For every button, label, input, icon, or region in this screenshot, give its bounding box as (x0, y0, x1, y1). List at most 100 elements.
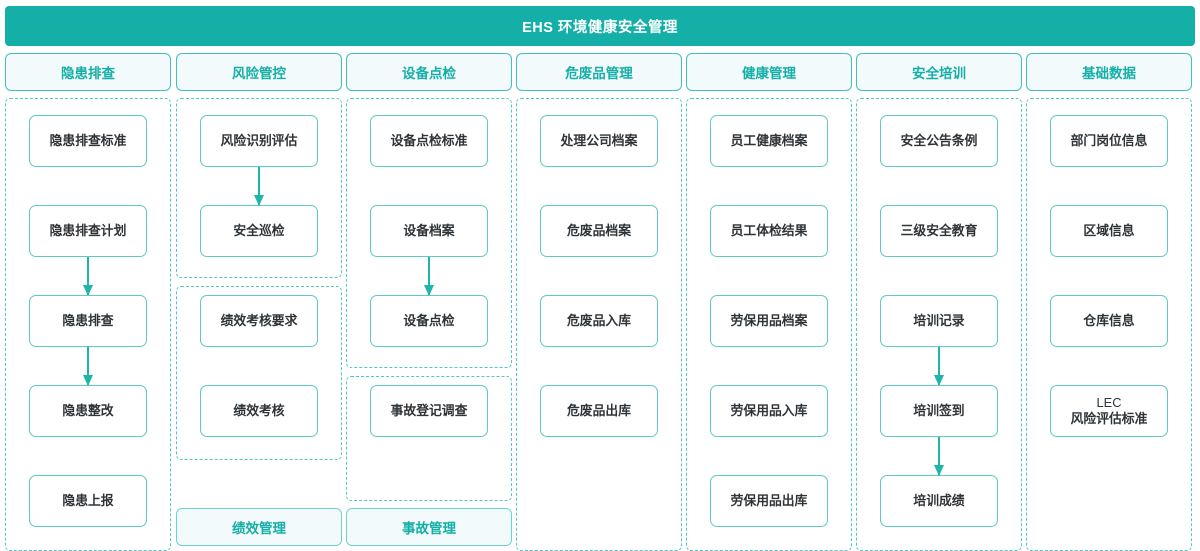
arrow-stem (428, 257, 430, 295)
node-box[interactable]: 劳保用品出库 (710, 475, 828, 527)
node-box[interactable]: 隐患上报 (29, 475, 147, 527)
subgroup-label-text: 事故管理 (402, 521, 456, 536)
column-header-hazard-investigation[interactable]: 隐患排查 (5, 53, 171, 91)
flow-arrow (423, 257, 435, 296)
arrow-stem (938, 437, 940, 475)
column-header-basic-data[interactable]: 基础数据 (1026, 53, 1192, 91)
node-box[interactable]: 隐患排查 (29, 295, 147, 347)
column-health-management: 健康管理员工健康档案员工体检结果劳保用品档案劳保用品入库劳保用品出库 (686, 53, 852, 551)
node-box[interactable]: 部门岗位信息 (1050, 115, 1168, 167)
node-label-line: LEC (1096, 395, 1122, 411)
node-box[interactable]: 绩效考核要求 (200, 295, 318, 347)
node-box[interactable]: 培训成绩 (880, 475, 998, 527)
group-accident-group (346, 376, 512, 501)
column-header-label: 隐患排查 (61, 66, 115, 81)
arrow-stem (258, 167, 260, 205)
column-header-label: 基础数据 (1082, 66, 1136, 81)
node-label: 劳保用品出库 (730, 493, 808, 508)
node-box[interactable]: 员工健康档案 (710, 115, 828, 167)
node-box[interactable]: 安全公告条例 (880, 115, 998, 167)
arrow-stem (87, 257, 89, 295)
node-box[interactable]: 培训记录 (880, 295, 998, 347)
node-box[interactable]: 处理公司档案 (540, 115, 658, 167)
page-title-bar: EHS 环境健康安全管理 (5, 6, 1195, 46)
node-label: 员工体检结果 (730, 223, 808, 238)
node-label: 安全公告条例 (900, 133, 978, 148)
column-hazard-investigation: 隐患排查隐患排查标准隐患排查计划隐患排查隐患整改隐患上报 (5, 53, 171, 551)
node-label: 三级安全教育 (900, 223, 978, 238)
node-box[interactable]: 绩效考核 (200, 385, 318, 437)
node-label: 设备点检标准 (390, 133, 468, 148)
node-box[interactable]: 隐患排查计划 (29, 205, 147, 257)
node-label: 处理公司档案 (560, 133, 638, 148)
node-label: 绩效考核要求 (220, 313, 298, 328)
node-box[interactable]: 设备点检标准 (370, 115, 488, 167)
node-box[interactable]: 危废品档案 (540, 205, 658, 257)
column-equipment-inspection: 设备点检设备点检标准设备档案设备点检事故登记调查事故管理 (346, 53, 512, 551)
node-box[interactable]: 安全巡检 (200, 205, 318, 257)
node-box[interactable]: 危废品出库 (540, 385, 658, 437)
column-header-label: 安全培训 (912, 66, 966, 81)
node-label: 员工健康档案 (730, 133, 808, 148)
node-box[interactable]: 设备档案 (370, 205, 488, 257)
arrow-head-icon (82, 285, 93, 296)
node-label: 危废品入库 (567, 313, 631, 328)
column-header-risk-control[interactable]: 风险管控 (176, 53, 342, 91)
node-box[interactable]: 仓库信息 (1050, 295, 1168, 347)
node-box[interactable]: 风险识别评估 (200, 115, 318, 167)
subgroup-label-text: 绩效管理 (232, 521, 286, 536)
column-header-safety-training[interactable]: 安全培训 (856, 53, 1022, 91)
node-label: 危废品档案 (567, 223, 631, 238)
arrow-stem (938, 347, 940, 385)
subgroup-label-risk-control[interactable]: 绩效管理 (176, 508, 342, 546)
node-box[interactable]: 员工体检结果 (710, 205, 828, 257)
subgroup-label-equipment-inspection[interactable]: 事故管理 (346, 508, 512, 546)
node-label: 危废品出库 (567, 403, 631, 418)
group-risk-assessment (176, 98, 342, 278)
flow-arrow (82, 257, 94, 296)
node-label: 事故登记调查 (390, 403, 468, 418)
column-header-equipment-inspection[interactable]: 设备点检 (346, 53, 512, 91)
column-header-label: 风险管控 (232, 66, 286, 81)
flow-arrow (933, 347, 945, 386)
node-box[interactable]: 培训签到 (880, 385, 998, 437)
page-title: EHS 环境健康安全管理 (522, 19, 678, 36)
node-box[interactable]: 事故登记调查 (370, 385, 488, 437)
node-label: 部门岗位信息 (1070, 133, 1148, 148)
node-label: 区域信息 (1083, 223, 1135, 238)
node-label: 安全巡检 (233, 223, 285, 238)
column-header-label: 危废品管理 (565, 66, 633, 81)
column-header-label: 设备点检 (402, 66, 456, 81)
arrow-head-icon (933, 465, 944, 476)
node-label: 劳保用品档案 (730, 313, 808, 328)
node-label: 隐患排查计划 (49, 223, 127, 238)
arrow-head-icon (423, 285, 434, 296)
node-label: 培训签到 (913, 403, 965, 418)
arrow-head-icon (253, 195, 264, 206)
group-performance (176, 286, 342, 460)
node-box[interactable]: 隐患排查标准 (29, 115, 147, 167)
column-header-hazardous-waste[interactable]: 危废品管理 (516, 53, 682, 91)
node-label: 风险识别评估 (220, 133, 298, 148)
node-box[interactable]: 隐患整改 (29, 385, 147, 437)
node-label: 隐患排查 (62, 313, 114, 328)
node-label: 劳保用品入库 (730, 403, 808, 418)
flow-arrow (253, 167, 265, 206)
node-label: 设备档案 (403, 223, 455, 238)
flow-arrow (933, 437, 945, 476)
node-label: 设备点检 (403, 313, 455, 328)
node-box[interactable]: 劳保用品档案 (710, 295, 828, 347)
node-box[interactable]: 设备点检 (370, 295, 488, 347)
node-box[interactable]: 三级安全教育 (880, 205, 998, 257)
node-label: 隐患排查标准 (49, 133, 127, 148)
node-box[interactable]: 劳保用品入库 (710, 385, 828, 437)
node-box[interactable]: 区域信息 (1050, 205, 1168, 257)
node-box[interactable]: 危废品入库 (540, 295, 658, 347)
column-header-label: 健康管理 (742, 66, 796, 81)
arrow-head-icon (933, 375, 944, 386)
column-hazardous-waste: 危废品管理处理公司档案危废品档案危废品入库危废品出库 (516, 53, 682, 551)
column-header-health-management[interactable]: 健康管理 (686, 53, 852, 91)
